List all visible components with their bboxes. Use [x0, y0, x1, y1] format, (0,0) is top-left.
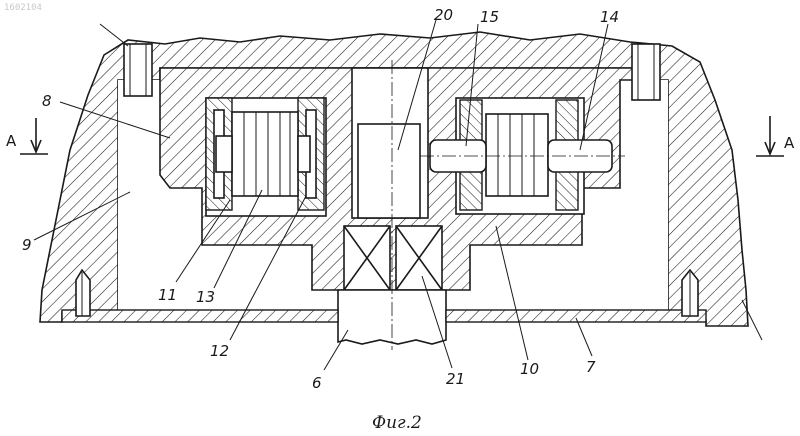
label-14: 14 — [600, 8, 619, 26]
label-7: 7 — [586, 358, 596, 376]
label-9: 9 — [22, 236, 32, 254]
left-gear-part-13 — [232, 112, 298, 196]
label-15: 15 — [480, 8, 499, 26]
section-label-right: A — [784, 134, 795, 152]
label-11: 11 — [158, 286, 177, 304]
section-arrow-left — [20, 118, 48, 154]
stamp-number: 1602104 — [4, 3, 42, 13]
label-12: 12 — [210, 342, 229, 360]
right-cavity — [636, 80, 668, 310]
figure-caption: Фиг.2 — [372, 413, 422, 433]
bottom-right-bolt — [682, 270, 698, 316]
section-arrow-right — [756, 116, 784, 156]
label-10: 10 — [520, 360, 539, 378]
right-gear — [486, 114, 548, 196]
section-label-left: A — [6, 132, 17, 150]
shaft-part-20 — [358, 124, 420, 218]
bottom-left-bolt — [76, 270, 90, 316]
label-13: 13 — [196, 288, 215, 306]
label-21: 21 — [446, 370, 465, 388]
left-pin-b — [298, 136, 310, 172]
top-left-bolt — [124, 44, 152, 96]
left-pin-a — [216, 136, 232, 172]
top-right-bolt — [632, 44, 660, 100]
label-20: 20 — [434, 6, 453, 24]
base-plate-right — [446, 310, 706, 322]
label-8: 8 — [42, 92, 52, 110]
label-6: 6 — [312, 374, 322, 392]
base-plate-part-7 — [62, 310, 338, 322]
